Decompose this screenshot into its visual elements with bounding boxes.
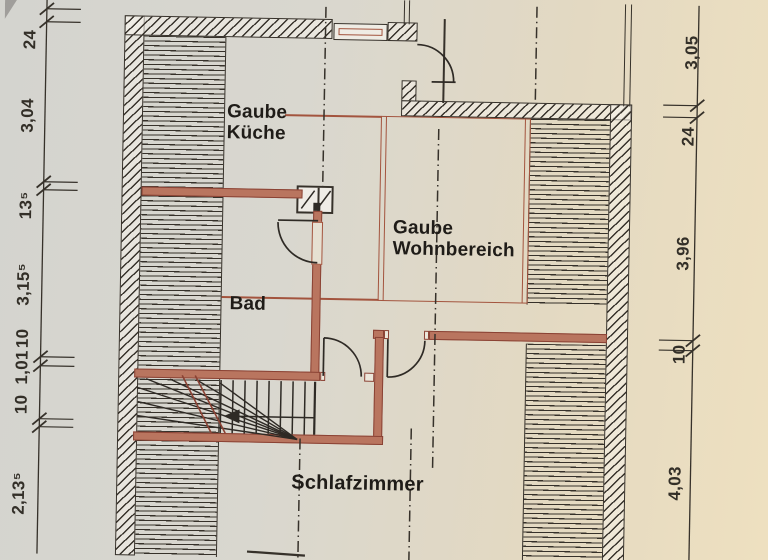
staircase [137, 374, 317, 441]
cutoff-wall-bottom [246, 550, 306, 557]
stair-walk-line [223, 409, 314, 424]
dim-right-10: 10 [669, 344, 689, 365]
dim-left-2-13-5: 2,13⁵ [8, 471, 29, 515]
dim-left-13-5: 13⁵ [16, 191, 36, 220]
dim-right-4-03: 4,03 [665, 466, 685, 501]
door-schlafzimmer [386, 339, 426, 378]
room-label-gaube-kueche: Gaube Küche [226, 101, 288, 145]
dimension-chain-left [36, 0, 48, 554]
dim-right-24: 24 [678, 126, 698, 147]
dim-right-3-05: 3,05 [681, 35, 702, 70]
room-label-bad: Bad [229, 293, 267, 315]
door-top-kitchen [417, 43, 456, 84]
door-bad [277, 219, 319, 264]
stair-risers [219, 380, 317, 435]
stair-stringer-red [181, 374, 226, 434]
dimension-ticks-left [31, 2, 81, 434]
dimension-ticks-right [658, 99, 705, 358]
dim-left-3-04: 3,04 [17, 98, 38, 133]
dim-left-10-b: 10 [11, 394, 31, 415]
chimney-hatch [300, 190, 332, 211]
photo-corner-shadow [4, 0, 22, 20]
stair-winders [137, 378, 298, 441]
dimension-chain-right [688, 5, 700, 560]
door-stair-hall [322, 337, 363, 377]
room-label-gaube-wohnbereich: Gaube Wohnbereich [392, 217, 515, 262]
dim-right-3-96: 3,96 [673, 236, 693, 271]
axis-lines [297, 6, 538, 560]
room-label-schlafzimmer: Schlafzimmer [291, 471, 424, 496]
